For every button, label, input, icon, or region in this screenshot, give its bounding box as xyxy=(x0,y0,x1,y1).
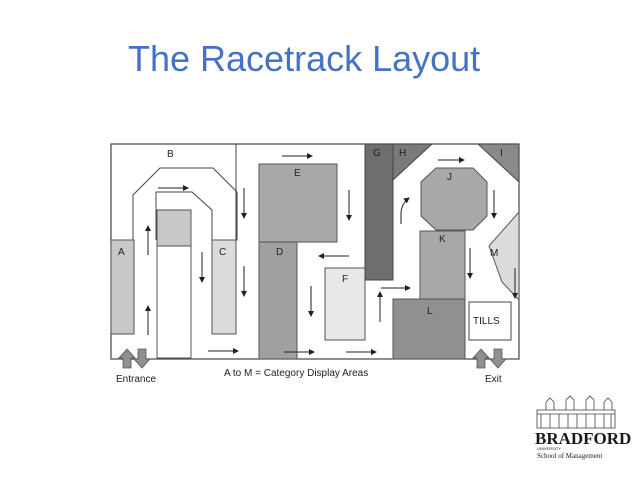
entrance-label: Entrance xyxy=(116,374,156,385)
area-f-label: F xyxy=(342,274,348,285)
area-g xyxy=(364,143,394,281)
exit-in-arrow xyxy=(472,348,490,369)
area-b-outline xyxy=(132,167,238,241)
building-icon xyxy=(536,395,616,429)
area-m-label: M xyxy=(490,248,498,259)
exit-label: Exit xyxy=(485,374,502,385)
area-g-label: G xyxy=(373,148,381,159)
area-i xyxy=(476,143,520,184)
area-b-block xyxy=(156,209,192,247)
bradford-logo: BRADFORD UNIVERSITY School of Management xyxy=(535,395,631,460)
area-c-label: C xyxy=(219,247,226,258)
area-c xyxy=(211,239,237,335)
flow-arrow xyxy=(400,197,410,224)
area-f xyxy=(324,267,366,341)
slide-title: The Racetrack Layout xyxy=(128,38,481,79)
area-m xyxy=(488,210,520,302)
entrance-out-arrow xyxy=(133,348,151,369)
logo-name: BRADFORD xyxy=(535,429,631,448)
area-h xyxy=(392,143,434,182)
area-e xyxy=(258,163,338,243)
area-a xyxy=(110,239,135,335)
tills-label: TILLS xyxy=(473,316,500,327)
legend-label: A to M = Category Display Areas xyxy=(224,368,368,379)
area-d-label: D xyxy=(276,247,283,258)
area-b-label: B xyxy=(167,149,174,160)
flow-arrows xyxy=(145,153,518,355)
area-l-label: L xyxy=(427,306,433,317)
area-k-label: K xyxy=(439,234,446,245)
logo-school: School of Management xyxy=(537,452,602,460)
entrance-in-arrow xyxy=(118,348,136,369)
area-l xyxy=(392,298,466,360)
logo-university: UNIVERSITY xyxy=(537,446,561,451)
area-d xyxy=(258,241,298,360)
tills-box xyxy=(468,301,512,341)
area-e-label: E xyxy=(294,168,301,179)
area-i-label: I xyxy=(500,148,503,159)
area-k xyxy=(419,230,466,300)
area-a-label: A xyxy=(118,247,125,258)
area-b-column xyxy=(156,245,192,359)
exit-out-arrow xyxy=(489,348,507,369)
area-j xyxy=(420,167,488,231)
area-j-label: J xyxy=(447,172,452,183)
area-h-label: H xyxy=(399,148,406,159)
